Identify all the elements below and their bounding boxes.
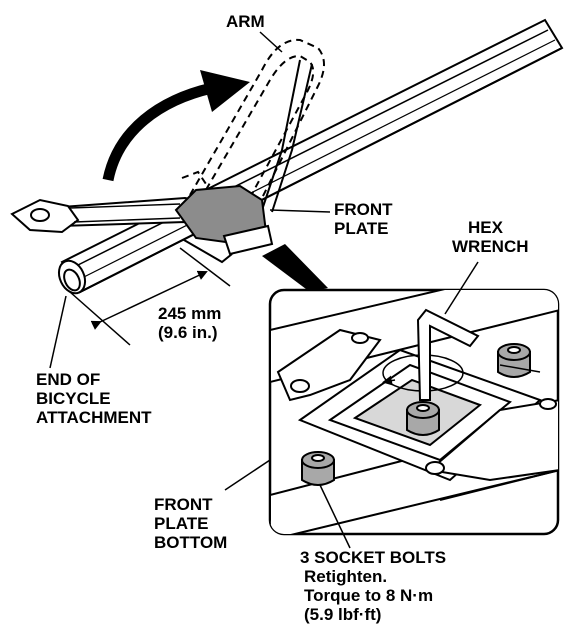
socket-bolt-right (497, 343, 531, 378)
socket-bolts-label: 3 SOCKET BOLTS Retighten. Torque to 8 N·… (300, 548, 447, 624)
arm-raised-dashed (181, 38, 325, 211)
distance-label: 245 mm (9.6 in.) (158, 304, 222, 342)
front-plate-bottom-label: FRONT PLATE BOTTOM (154, 495, 228, 552)
arm-label: ARM (226, 12, 265, 31)
hex-wrench (416, 308, 480, 401)
rotation-arrow (102, 82, 214, 182)
front-plate-label: FRONT PLATE (334, 200, 393, 238)
detail-leader-lines (319, 261, 541, 549)
socket-bolt-center (406, 401, 440, 436)
socket-bolt-left (301, 451, 335, 486)
detail-callout-wedge (262, 244, 328, 292)
front-plate (174, 184, 274, 264)
detail-inset (268, 261, 560, 549)
hex-wrench-label: HEX WRENCH (452, 218, 529, 256)
end-of-bicycle-attachment-label: END OF BICYCLE ATTACHMENT (36, 370, 152, 427)
distance-dimension (69, 247, 231, 346)
rotation-arrowhead (200, 70, 250, 112)
